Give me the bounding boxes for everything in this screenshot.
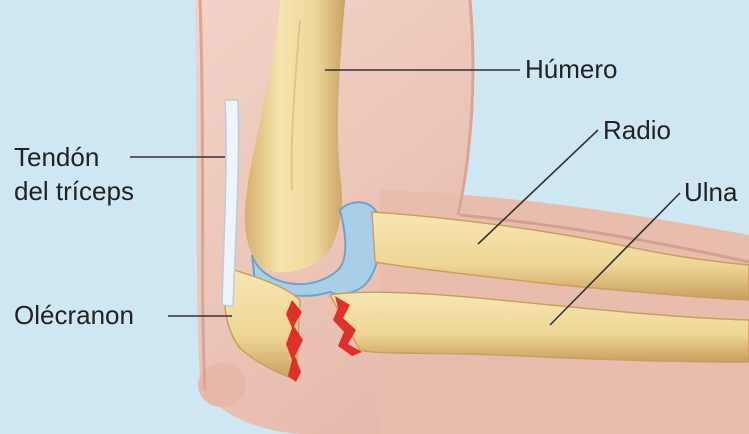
label-olecranon: Olécranon [14, 299, 134, 331]
label-radio: Radio [603, 114, 671, 146]
label-humero: Húmero [525, 53, 617, 85]
label-tendon-line1: Tendón [14, 141, 99, 173]
label-ulna: Ulna [684, 176, 737, 208]
label-tendon-line2: del tríceps [14, 175, 134, 207]
